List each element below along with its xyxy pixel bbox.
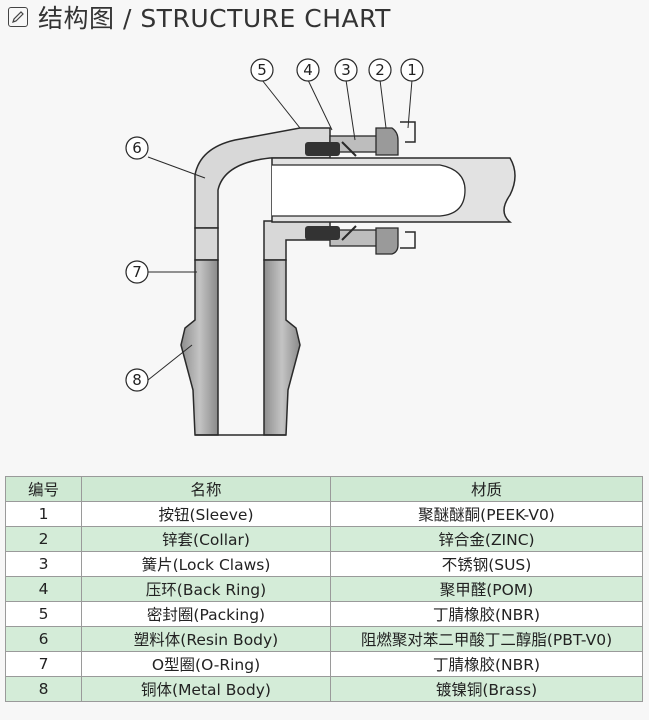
metal-body-left (180, 259, 219, 436)
callout-1: 1 (400, 58, 424, 82)
table-row: 5 密封圈(Packing) 丁腈橡胶(NBR) (5, 601, 643, 627)
lock-claw-top (341, 141, 357, 157)
cell-number: 4 (5, 576, 82, 602)
cell-material: 丁腈橡胶(NBR) (330, 651, 643, 677)
sleeve-bottom (375, 227, 399, 255)
svg-text:7: 7 (132, 263, 142, 281)
spec-table: 编号 名称 材质 1 按钮(Sleeve) 聚醚醚酮(PEEK-V0) 2 锌套… (5, 476, 643, 702)
svg-text:2: 2 (375, 61, 385, 79)
cell-material: 丁腈橡胶(NBR) (330, 601, 643, 627)
cell-name: 密封圈(Packing) (81, 601, 331, 627)
structure-diagram-svg: 1 2 3 4 5 6 7 (125, 58, 516, 436)
page-header: 结构图 / STRUCTURE CHART (8, 0, 391, 34)
table-row: 3 簧片(Lock Claws) 不锈钢(SUS) (5, 551, 643, 577)
leader-lines (147, 79, 413, 381)
cell-name: 簧片(Lock Claws) (81, 551, 331, 577)
cell-number: 1 (5, 501, 82, 527)
cell-number: 7 (5, 651, 82, 677)
packing-bottom (305, 226, 340, 240)
sleeve-tab-bottom (400, 231, 416, 249)
resin-body-lower-wall (194, 227, 219, 261)
table-row: 8 铜体(Metal Body) 镀镍铜(Brass) (5, 676, 643, 702)
lock-claw-bottom (341, 225, 357, 241)
cell-material: 聚醚醚酮(PEEK-V0) (330, 501, 643, 527)
cell-name: 按钮(Sleeve) (81, 501, 331, 527)
pencil-icon (8, 7, 28, 27)
structure-diagram: 1 2 3 4 5 6 7 (0, 40, 649, 460)
cell-material: 阻燃聚对苯二甲酸丁二醇脂(PBT-V0) (330, 626, 643, 652)
cell-name: O型圈(O-Ring) (81, 651, 331, 677)
cell-number: 6 (5, 626, 82, 652)
table-header-row: 编号 名称 材质 (5, 476, 643, 502)
callout-6: 6 (125, 136, 149, 160)
cell-number: 8 (5, 676, 82, 702)
svg-text:6: 6 (132, 139, 142, 157)
cell-name: 铜体(Metal Body) (81, 676, 331, 702)
column-header-name: 名称 (81, 476, 331, 502)
column-header-material: 材质 (330, 476, 643, 502)
cell-material: 镀镍铜(Brass) (330, 676, 643, 702)
svg-text:5: 5 (257, 61, 267, 79)
table-row: 2 锌套(Collar) 锌合金(ZINC) (5, 526, 643, 552)
column-header-number: 编号 (5, 476, 82, 502)
cell-material: 锌合金(ZINC) (330, 526, 643, 552)
cell-name: 塑料体(Resin Body) (81, 626, 331, 652)
cell-number: 5 (5, 601, 82, 627)
cell-number: 2 (5, 526, 82, 552)
callout-8: 8 (125, 368, 149, 392)
callout-3: 3 (334, 58, 358, 82)
sleeve-tab-top (400, 121, 416, 143)
packing-top (305, 142, 340, 156)
callout-5: 5 (250, 58, 274, 82)
cell-name: 锌套(Collar) (81, 526, 331, 552)
svg-text:8: 8 (132, 371, 142, 389)
svg-text:3: 3 (341, 61, 351, 79)
sleeve-top (375, 127, 399, 156)
tube-inner (272, 164, 466, 217)
callout-4: 4 (296, 58, 320, 82)
cell-material: 不锈钢(SUS) (330, 551, 643, 577)
table-row: 6 塑料体(Resin Body) 阻燃聚对苯二甲酸丁二醇脂(PBT-V0) (5, 626, 643, 652)
table-row: 7 O型圈(O-Ring) 丁腈橡胶(NBR) (5, 651, 643, 677)
svg-text:4: 4 (303, 61, 313, 79)
svg-text:1: 1 (407, 61, 417, 79)
callout-7: 7 (125, 260, 149, 284)
callout-2: 2 (368, 58, 392, 82)
cell-material: 聚甲醛(POM) (330, 576, 643, 602)
metal-body-right (263, 259, 301, 436)
cell-number: 3 (5, 551, 82, 577)
cell-name: 压环(Back Ring) (81, 576, 331, 602)
table-row: 1 按钮(Sleeve) 聚醚醚酮(PEEK-V0) (5, 501, 643, 527)
page-title: 结构图 / STRUCTURE CHART (38, 4, 391, 33)
table-row: 4 压环(Back Ring) 聚甲醛(POM) (5, 576, 643, 602)
